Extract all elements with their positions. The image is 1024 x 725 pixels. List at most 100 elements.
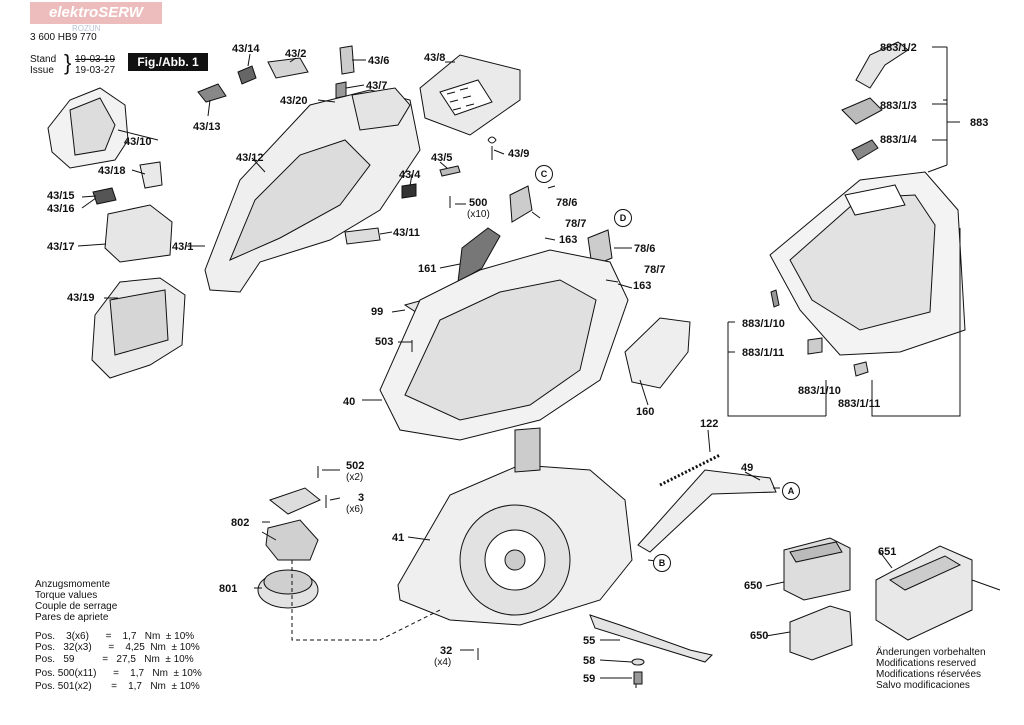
label-41: 41 (392, 532, 405, 544)
part-43-17 (104, 204, 173, 263)
label-3: 3 (358, 492, 365, 504)
part-43-5 (439, 165, 461, 177)
stand-label: Stand (30, 54, 57, 65)
label-40: 40 (343, 396, 356, 408)
torque-row: Pos. 500(x11) = 1,7 Nm ± 10% (35, 668, 202, 679)
part-43-8 (419, 54, 521, 136)
label-883-1-3: 883/1/3 (880, 100, 917, 112)
notice-de: Änderungen vorbehalten (876, 647, 986, 658)
label-883: 883 (970, 117, 989, 129)
part-78-6b (587, 229, 613, 267)
label-78-6-c: 78/6 (556, 197, 578, 209)
marker-c: C (535, 165, 553, 183)
label-163-c: 163 (559, 234, 578, 246)
label-160: 160 (636, 406, 655, 418)
label-883-1-10-a: 883/1/10 (742, 318, 785, 330)
issue-label: Issue (30, 65, 54, 76)
torque-heading-es: Pares de apriete (35, 612, 109, 623)
notice-en: Modifications reserved (876, 658, 977, 669)
torque-row: Pos. 32(x3) = 4,25 Nm ± 10% (35, 642, 200, 653)
label-122: 122 (700, 418, 719, 430)
label-502-qty: (x2) (346, 472, 364, 483)
label-801: 801 (219, 583, 238, 595)
part-49 (637, 469, 777, 553)
torque-row: Pos. 59 = 27,5 Nm ± 10% (35, 654, 194, 665)
label-43-15: 43/15 (47, 190, 75, 202)
torque-heading: Anzugsmomente Torque values Couple de se… (35, 579, 117, 623)
label-43-13: 43/13 (193, 121, 221, 133)
label-43-4: 43/4 (399, 169, 421, 181)
part-78-6a (509, 185, 533, 223)
label-500: 500 (469, 197, 488, 209)
part-43-14 (237, 65, 257, 85)
label-43-6: 43/6 (368, 55, 390, 67)
label-43-19: 43/19 (67, 292, 95, 304)
label-32: 32 (440, 645, 453, 657)
watermark-sub: ROZUN (72, 24, 101, 33)
label-78-7-c: 78/7 (565, 218, 587, 230)
notice-es: Salvo modificaciones (876, 680, 970, 691)
part-59 (633, 671, 643, 685)
part-43-11 (344, 227, 381, 245)
watermark-logo: elektroSERW (30, 2, 162, 24)
part-802 (268, 487, 321, 515)
label-32-qty: (x4) (434, 657, 452, 668)
label-43-8: 43/8 (424, 52, 446, 64)
part-650b (789, 605, 853, 661)
label-43-9: 43/9 (508, 148, 530, 160)
document-id: 3 600 HB9 770 (30, 32, 97, 43)
label-78-7-d: 78/7 (644, 264, 666, 276)
part-883-1-4 (851, 139, 879, 161)
label-651: 651 (878, 546, 897, 558)
notice-fr: Modifications réservées (876, 669, 982, 680)
label-43-5: 43/5 (431, 152, 453, 164)
part-122 (659, 453, 721, 487)
revision-dates: 19-03-19 19-03-27 (75, 54, 115, 76)
label-43-10: 43/10 (124, 136, 152, 148)
part-55 (589, 614, 713, 663)
part-43-9 (487, 136, 497, 160)
label-59: 59 (583, 673, 596, 685)
marker-d: D (614, 209, 632, 227)
label-883-1-11-b: 883/1/11 (838, 398, 881, 410)
label-43-18: 43/18 (98, 165, 126, 177)
part-43-7 (335, 81, 347, 99)
label-99: 99 (371, 306, 384, 318)
label-883-1-11-a: 883/1/11 (742, 347, 785, 359)
label-43-2: 43/2 (285, 48, 307, 60)
modification-notice: Änderungen vorbehalten Modifications res… (876, 647, 986, 691)
label-58: 58 (583, 655, 596, 667)
marker-a: A (782, 482, 800, 500)
label-43-11: 43/11 (393, 227, 420, 239)
figure-label: Fig./Abb. 1 (128, 53, 208, 71)
label-43-17: 43/17 (47, 241, 75, 253)
part-883-1-3 (841, 97, 883, 125)
label-883-1-10-b: 883/1/10 (798, 385, 841, 397)
label-883-1-4: 883/1/4 (880, 134, 917, 146)
label-43-16: 43/16 (47, 203, 75, 215)
brace-glyph: } (64, 50, 72, 75)
label-502: 502 (346, 460, 365, 472)
part-883-1-2 (855, 41, 909, 89)
torque-row: Pos. 501(x2) = 1,7 Nm ± 10% (35, 681, 200, 692)
label-43-20: 43/20 (280, 95, 308, 107)
part-43-10-cover (47, 87, 129, 169)
label-3-qty: (x6) (346, 504, 364, 515)
part-651 (875, 545, 973, 641)
part-43-13 (197, 83, 227, 103)
torque-heading-en: Torque values (35, 590, 98, 601)
label-49: 49 (741, 462, 754, 474)
marker-b: B (653, 554, 671, 572)
issue-date: 19-03-27 (75, 65, 116, 76)
part-160 (624, 317, 691, 389)
part-43-2 (267, 57, 309, 79)
torque-heading-fr: Couple de serrage (35, 601, 118, 612)
label-43-12: 43/12 (236, 152, 264, 164)
part-43-6 (339, 45, 355, 75)
label-78-6-d: 78/6 (634, 243, 656, 255)
part-43-18 (139, 161, 163, 189)
stand-issue-labels: Stand Issue (30, 54, 56, 76)
label-883-1-2: 883/1/2 (880, 42, 917, 54)
label-500-qty: (x10) (467, 209, 490, 220)
